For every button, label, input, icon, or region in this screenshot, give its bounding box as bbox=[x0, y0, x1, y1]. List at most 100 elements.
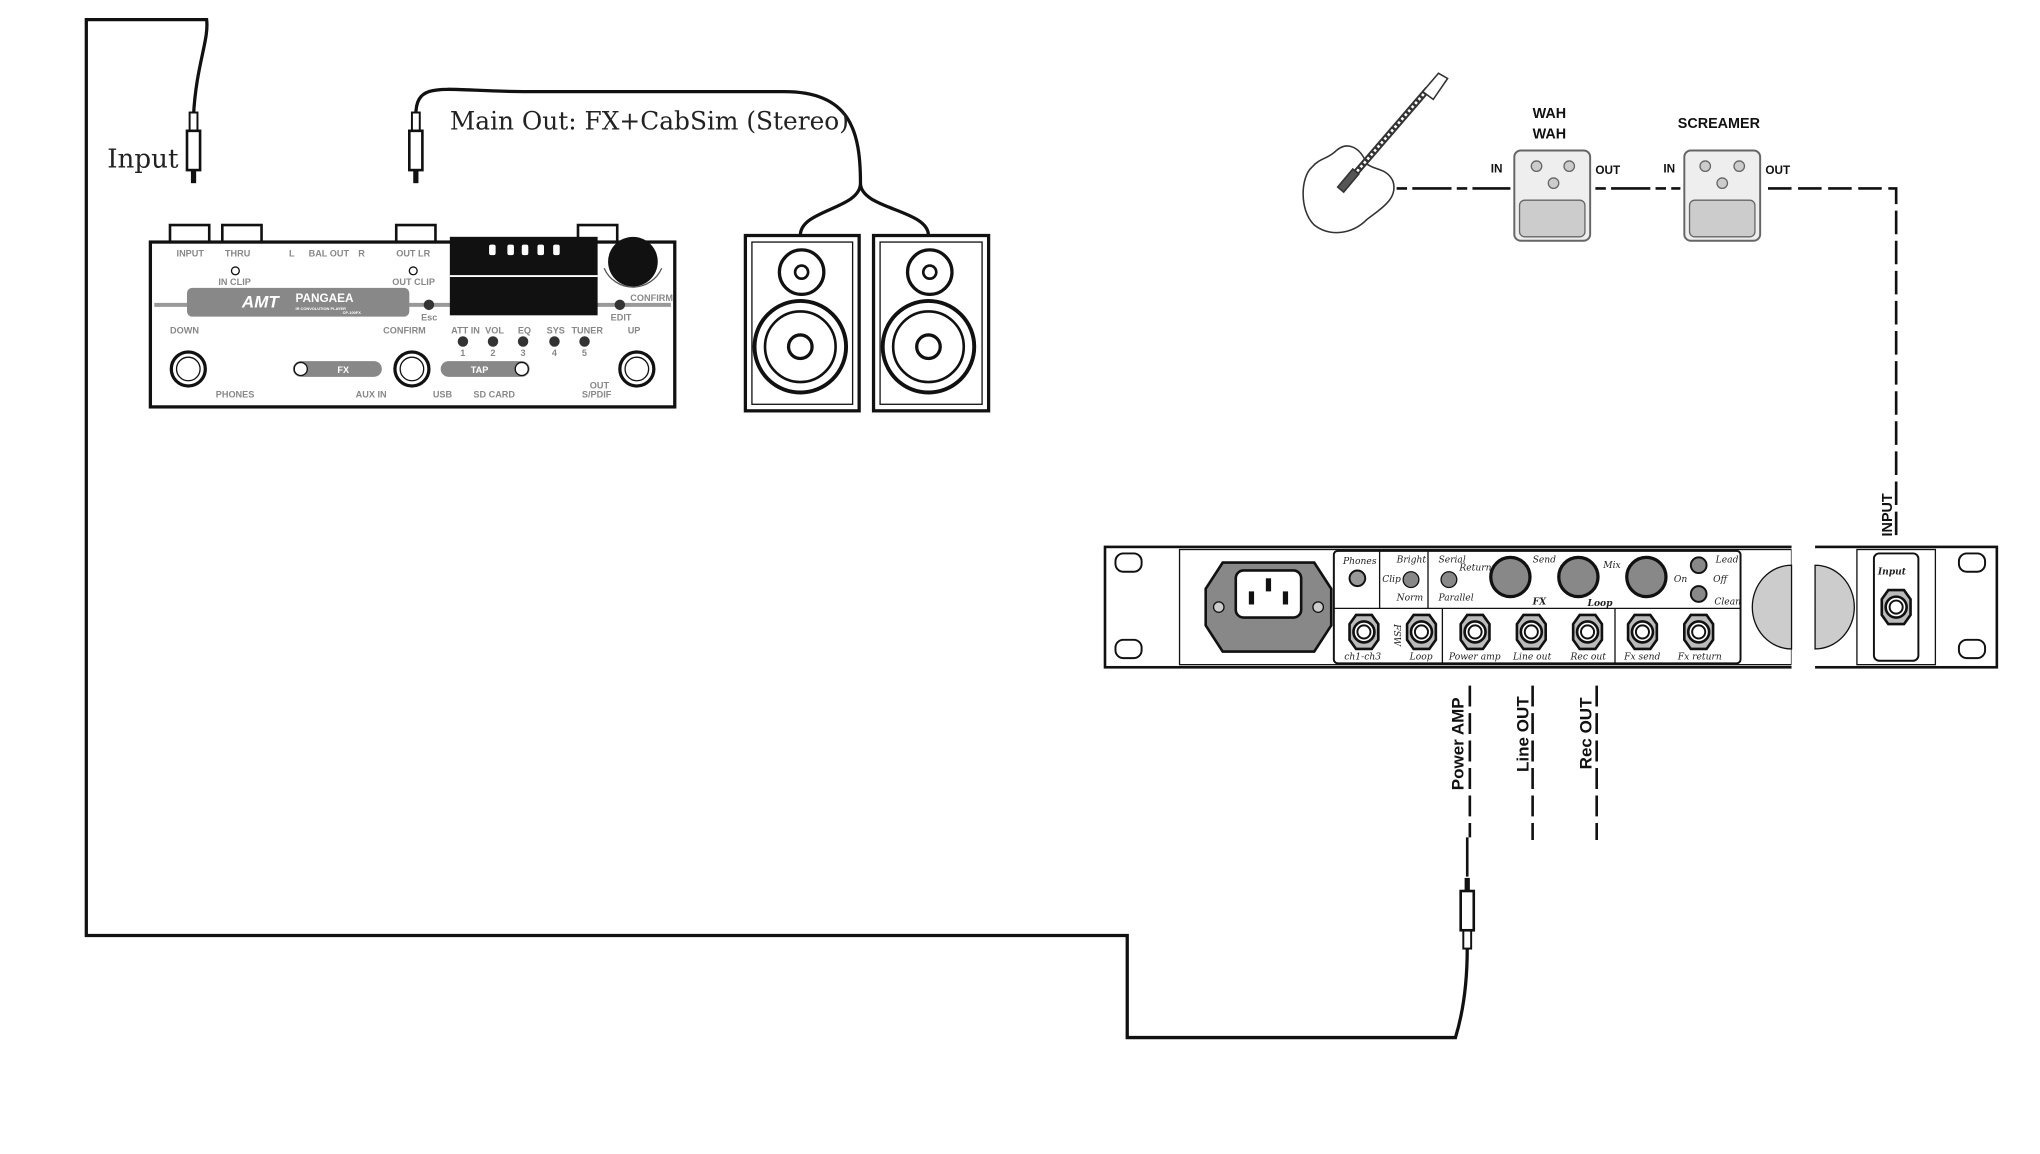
spdif-label: S/PDIF bbox=[582, 390, 612, 400]
lead-label: Lead bbox=[1715, 556, 1739, 566]
out-label: OUT bbox=[590, 381, 610, 391]
input-jack-label: INPUT bbox=[177, 248, 205, 258]
on-label: On bbox=[1674, 575, 1687, 585]
screamer-label: SCREAMER bbox=[1678, 116, 1761, 132]
clean-label: Clean bbox=[1714, 597, 1741, 607]
usb-label: USB bbox=[433, 390, 453, 400]
return-knob[interactable] bbox=[1489, 555, 1532, 599]
down-footswitch[interactable] bbox=[169, 350, 207, 388]
confirm-footswitch[interactable] bbox=[393, 350, 431, 388]
button-label: VOL bbox=[485, 326, 504, 336]
jack-fx-send: Fx send bbox=[1623, 613, 1661, 662]
bal-out-label: BAL OUT bbox=[309, 248, 350, 258]
input-cable bbox=[84, 17, 1469, 1040]
jack-label: Rec out bbox=[1570, 652, 1607, 662]
button-label: SYS bbox=[547, 326, 565, 336]
down-label: DOWN bbox=[170, 326, 199, 336]
mix-knob[interactable] bbox=[1625, 555, 1668, 599]
out-lr-label: OUT LR bbox=[396, 248, 430, 258]
serial-label: Serial bbox=[1438, 556, 1465, 566]
screamer-pedal: SCREAMER IN OUT bbox=[1663, 116, 1791, 242]
power-amp-label: Power AMP bbox=[1448, 697, 1467, 790]
bal-out-l-label: L bbox=[289, 248, 295, 258]
jack-label: Line out bbox=[1512, 652, 1552, 662]
wah-label-1: WAH bbox=[1533, 106, 1567, 122]
parallel-label: Parallel bbox=[1437, 594, 1473, 604]
amt-pangaea-unit: INPUT THRU L BAL OUT R OUT LR IN CLIP OU… bbox=[148, 223, 677, 409]
bright-label: Bright bbox=[1396, 556, 1427, 566]
wah-label-2: WAH bbox=[1533, 127, 1567, 143]
button-label: TUNER bbox=[571, 326, 603, 336]
confirm-label: CONFIRM bbox=[383, 326, 426, 336]
edit-button[interactable] bbox=[614, 299, 626, 311]
power-amp-plug bbox=[1459, 876, 1476, 950]
rack-input-label: Input bbox=[1877, 566, 1907, 577]
bal-out-r-label: R bbox=[358, 248, 365, 258]
up-footswitch[interactable] bbox=[618, 350, 656, 388]
send-knob[interactable] bbox=[1557, 555, 1600, 599]
edit-encoder-knob[interactable] bbox=[608, 236, 658, 287]
jack-loop: Loop bbox=[1405, 613, 1438, 662]
on-clean-switch[interactable] bbox=[1689, 585, 1708, 603]
button-number: 2 bbox=[490, 348, 495, 358]
bright-norm-switch[interactable] bbox=[1402, 571, 1420, 589]
pangaea-model-code: CP-100FX bbox=[343, 310, 362, 315]
button-number: 3 bbox=[520, 348, 525, 358]
button-label: EQ bbox=[518, 326, 531, 336]
wah-in-label: IN bbox=[1491, 163, 1503, 176]
esc-button[interactable] bbox=[423, 299, 435, 311]
pangaea-logo-plate bbox=[187, 287, 410, 317]
line-out-label: Line OUT bbox=[1514, 696, 1533, 772]
output-cables bbox=[1468, 685, 1598, 840]
out-clip-led bbox=[408, 266, 418, 276]
jack-rec-out: Rec out bbox=[1570, 613, 1607, 662]
norm-label: Norm bbox=[1396, 594, 1424, 604]
preset-button-5[interactable]: TUNER 5 bbox=[571, 326, 603, 358]
speaker-left bbox=[743, 233, 861, 413]
serial-parallel-switch[interactable] bbox=[1440, 571, 1458, 589]
preset-button-1[interactable]: ATT IN1 bbox=[451, 326, 480, 358]
screamer-to-amp-cable bbox=[1768, 187, 1898, 537]
edit-label: EDIT bbox=[611, 313, 632, 323]
thru-jack-label: THRU bbox=[225, 248, 251, 258]
off-label: Off bbox=[1713, 575, 1728, 585]
preset-button-3[interactable]: EQ 3 bbox=[517, 326, 531, 358]
tap-button[interactable]: TAP bbox=[440, 361, 530, 377]
preset-button-2[interactable]: VOL 2 bbox=[485, 326, 504, 358]
aux-in-label: AUX IN bbox=[356, 390, 387, 400]
fx-button[interactable]: FX bbox=[292, 361, 382, 377]
jack-label: Loop bbox=[1409, 652, 1433, 662]
send-label: Send bbox=[1533, 556, 1557, 566]
phones-jack bbox=[1348, 569, 1367, 588]
jack-power-amp: Power amp bbox=[1448, 613, 1501, 662]
wah-pedal: WAH WAH IN OUT bbox=[1491, 106, 1621, 242]
screamer-out-label: OUT bbox=[1765, 164, 1791, 177]
main-out-plug bbox=[407, 111, 424, 185]
lead-off-switch[interactable] bbox=[1689, 556, 1708, 575]
amt-logo: AMT bbox=[241, 292, 280, 311]
button-number: 5 bbox=[582, 348, 587, 358]
jack-label: Fx send bbox=[1623, 652, 1660, 662]
pangaea-logo: PANGAEA bbox=[296, 292, 354, 305]
return-label: Return bbox=[1458, 563, 1491, 573]
input-plug bbox=[185, 111, 202, 185]
in-clip-led bbox=[230, 266, 240, 276]
jack-line-out: Line out bbox=[1512, 613, 1552, 662]
wah-out-label: OUT bbox=[1595, 164, 1621, 177]
tap-label: TAP bbox=[471, 365, 489, 375]
main-out-cable bbox=[414, 87, 931, 236]
input-label: Input bbox=[107, 144, 179, 174]
jack-label: ch1-ch3 bbox=[1344, 652, 1381, 662]
rack-preamp-unit: Phones Bright Clip Norm Serial Parallel … bbox=[1103, 544, 1999, 673]
up-label: UP bbox=[628, 326, 641, 336]
power-inlet-icon bbox=[1204, 561, 1333, 653]
out-clip-label: OUT CLIP bbox=[392, 277, 435, 287]
fsw-label: FSW bbox=[1391, 623, 1401, 648]
mix-label: Mix bbox=[1602, 561, 1621, 571]
preset-button-4[interactable]: SYS 4 bbox=[547, 326, 565, 358]
rec-out-label: Rec OUT bbox=[1576, 697, 1595, 769]
phones-label: Phones bbox=[1342, 557, 1377, 567]
jack-label: Fx return bbox=[1677, 652, 1722, 662]
button-number: 4 bbox=[552, 348, 558, 358]
